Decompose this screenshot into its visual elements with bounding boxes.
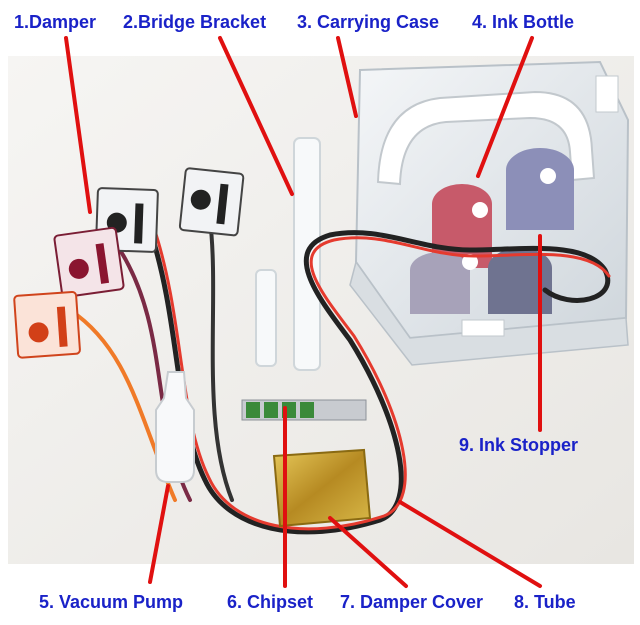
vacuum-pump xyxy=(155,371,195,483)
label-ink-bottle: 4. Ink Bottle xyxy=(472,12,575,32)
callout-carrying-case xyxy=(336,36,358,118)
callout-bridge-bracket xyxy=(218,36,294,196)
label-ink-stopper: 9. Ink Stopper xyxy=(459,435,579,455)
callout-tube xyxy=(398,500,542,588)
label-damper: 1.Damper xyxy=(14,12,97,32)
label-vacuum-pump: 5. Vacuum Pump xyxy=(39,592,184,612)
chipset xyxy=(241,399,367,421)
label-damper-cover: 7. Damper Cover xyxy=(340,592,484,612)
label-bridge-bracket: 2.Bridge Bracket xyxy=(123,12,267,32)
ink-bottles xyxy=(410,148,574,314)
callout-ink-bottle xyxy=(476,36,534,178)
dampers xyxy=(13,167,245,359)
label-tube: 8. Tube xyxy=(514,592,576,612)
callout-lines xyxy=(64,36,542,588)
callout-vacuum-pump xyxy=(148,484,170,584)
label-carrying-case: 3. Carrying Case xyxy=(297,12,440,32)
callout-damper xyxy=(64,36,92,214)
label-chipset: 6. Chipset xyxy=(227,592,314,612)
damper-cover xyxy=(272,448,372,528)
callout-damper-cover xyxy=(328,516,408,588)
